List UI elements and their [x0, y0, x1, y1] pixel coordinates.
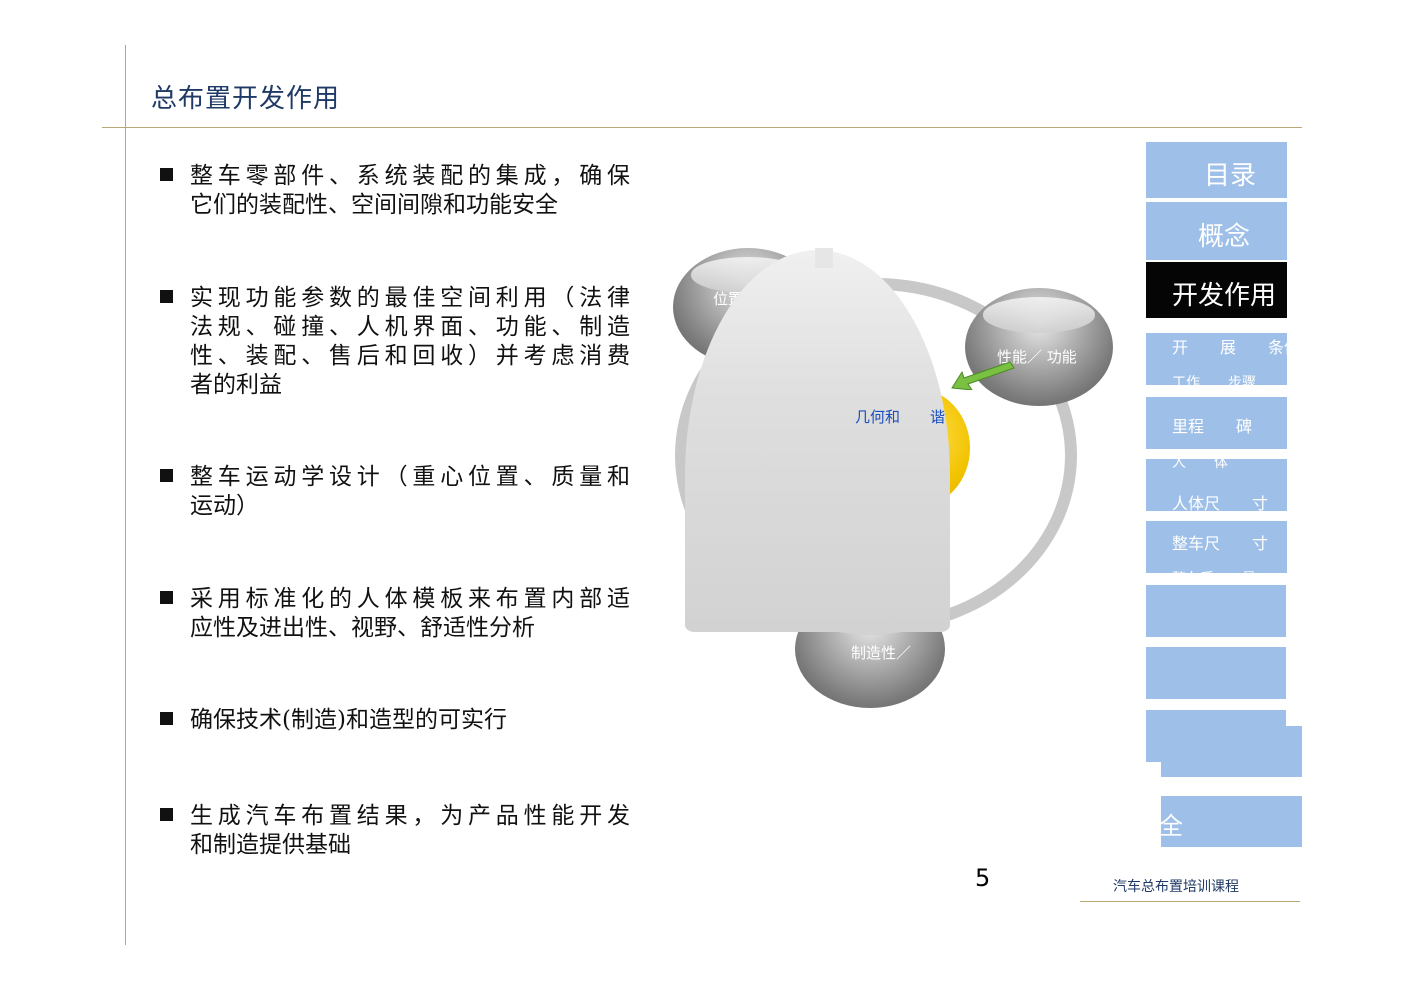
- layout-role-diagram: 位置空 间 性能／ 功能 制造性／ 几何和 谐: [665, 240, 1113, 720]
- nav-item-licheng[interactable]: 里程 碑: [1146, 397, 1287, 449]
- header-rule: [102, 127, 1302, 128]
- bullet-line: 实现功能参数的最佳空间利用（法律: [190, 285, 630, 311]
- nav-item-kaizhan[interactable]: 开 展 条件 工作 步骤: [1146, 333, 1300, 387]
- image-placeholder: [685, 250, 950, 632]
- center-label: 几何和 谐: [855, 408, 946, 426]
- bullet-item: 生成汽车布置结果，为产品性能开发 和制造提供基础: [160, 802, 630, 860]
- left-vertical-rule: [125, 45, 126, 945]
- bullet-line: 采用标准化的人体模板来布置内部适: [190, 586, 630, 612]
- bullet-line: 性、装配、售后和回收）并考虑消费: [190, 343, 630, 369]
- nav-item-quan[interactable]: 全: [1159, 796, 1302, 847]
- nav-item-kaifa-active[interactable]: 开发作用: [1146, 262, 1287, 318]
- bullet-line: 确保技术(制造)和造型的可实行: [190, 707, 507, 733]
- nav-label: 整车质 量: [1172, 571, 1256, 587]
- bullet-item: 确保技术(制造)和造型的可实行: [160, 706, 630, 735]
- image-placeholder-fragment: [815, 248, 833, 268]
- nav-label: 开发作用: [1172, 281, 1277, 311]
- page-title: 总布置开发作用: [151, 84, 341, 114]
- bullet-line: 应性及进出性、视野、舒适性分析: [190, 615, 535, 641]
- sphere-label: 性能／ 功能: [997, 348, 1077, 366]
- bullet-item: 实现功能参数的最佳空间利用（法律 法规、碰撞、人机界面、功能、制造 性、装配、售…: [160, 284, 630, 400]
- course-name: 汽车总布置培训课程: [1113, 879, 1239, 895]
- sphere-right: 性能／ 功能: [965, 288, 1113, 406]
- bullet-line: 生成汽车布置结果，为产品性能开发: [190, 803, 630, 829]
- bullet-item: 整车零部件、系统装配的集成，确保 它们的装配性、空间间隙和功能安全: [160, 162, 630, 220]
- bullet-item: 采用标准化的人体模板来布置内部适 应性及进出性、视野、舒适性分析: [160, 585, 630, 643]
- arrow-icon: [951, 361, 1015, 390]
- bullet-line: 整车零部件、系统装配的集成，确保: [190, 163, 630, 189]
- nav-item-blank-1[interactable]: [1146, 585, 1286, 637]
- nav-label: 全: [1159, 812, 1183, 840]
- bullet-square: [160, 591, 173, 604]
- nav-item-zhengche[interactable]: 整车尺 寸 整车质 量: [1146, 521, 1287, 580]
- bullet-line: 整车运动学设计（重心位置、质量和: [190, 464, 630, 490]
- nav-item-blank-4[interactable]: [1161, 726, 1302, 777]
- nav-item-renti[interactable]: 人 体 人体尺 寸: [1146, 458, 1287, 513]
- nav-label: 人 体: [1172, 455, 1228, 471]
- nav-label: 概念: [1198, 222, 1251, 252]
- bullet-line: 法规、碰撞、人机界面、功能、制造: [190, 314, 630, 340]
- nav-label: 整车尺 寸: [1172, 534, 1269, 553]
- page-number: 5: [975, 864, 991, 892]
- nav-label: 人体尺 寸: [1172, 494, 1269, 513]
- bullet-line: 它们的装配性、空间间隙和功能安全: [190, 192, 558, 218]
- bullet-item: 整车运动学设计（重心位置、质量和 运动）: [160, 463, 630, 521]
- nav-label: 开 展 条件: [1172, 338, 1301, 357]
- bullet-square: [160, 712, 173, 725]
- bullet-square: [160, 469, 173, 482]
- footer-rule: [1080, 901, 1300, 902]
- bullet-square: [160, 808, 173, 821]
- nav-label: 里程 碑: [1172, 417, 1253, 436]
- nav-item-mulu[interactable]: 目录: [1146, 142, 1287, 198]
- nav-item-gainian[interactable]: 概念: [1146, 202, 1287, 260]
- sphere-label: 制造性／: [851, 644, 912, 662]
- nav-label: 目录: [1204, 161, 1257, 191]
- bullet-line: 和制造提供基础: [190, 832, 351, 858]
- bullet-line: 运动）: [190, 493, 259, 519]
- bullet-square: [160, 168, 173, 181]
- bullet-line: 者的利益: [190, 372, 282, 398]
- nav-item-blank-2[interactable]: [1146, 647, 1286, 699]
- nav-label: 工作 步骤: [1172, 375, 1256, 391]
- bullet-square: [160, 290, 173, 303]
